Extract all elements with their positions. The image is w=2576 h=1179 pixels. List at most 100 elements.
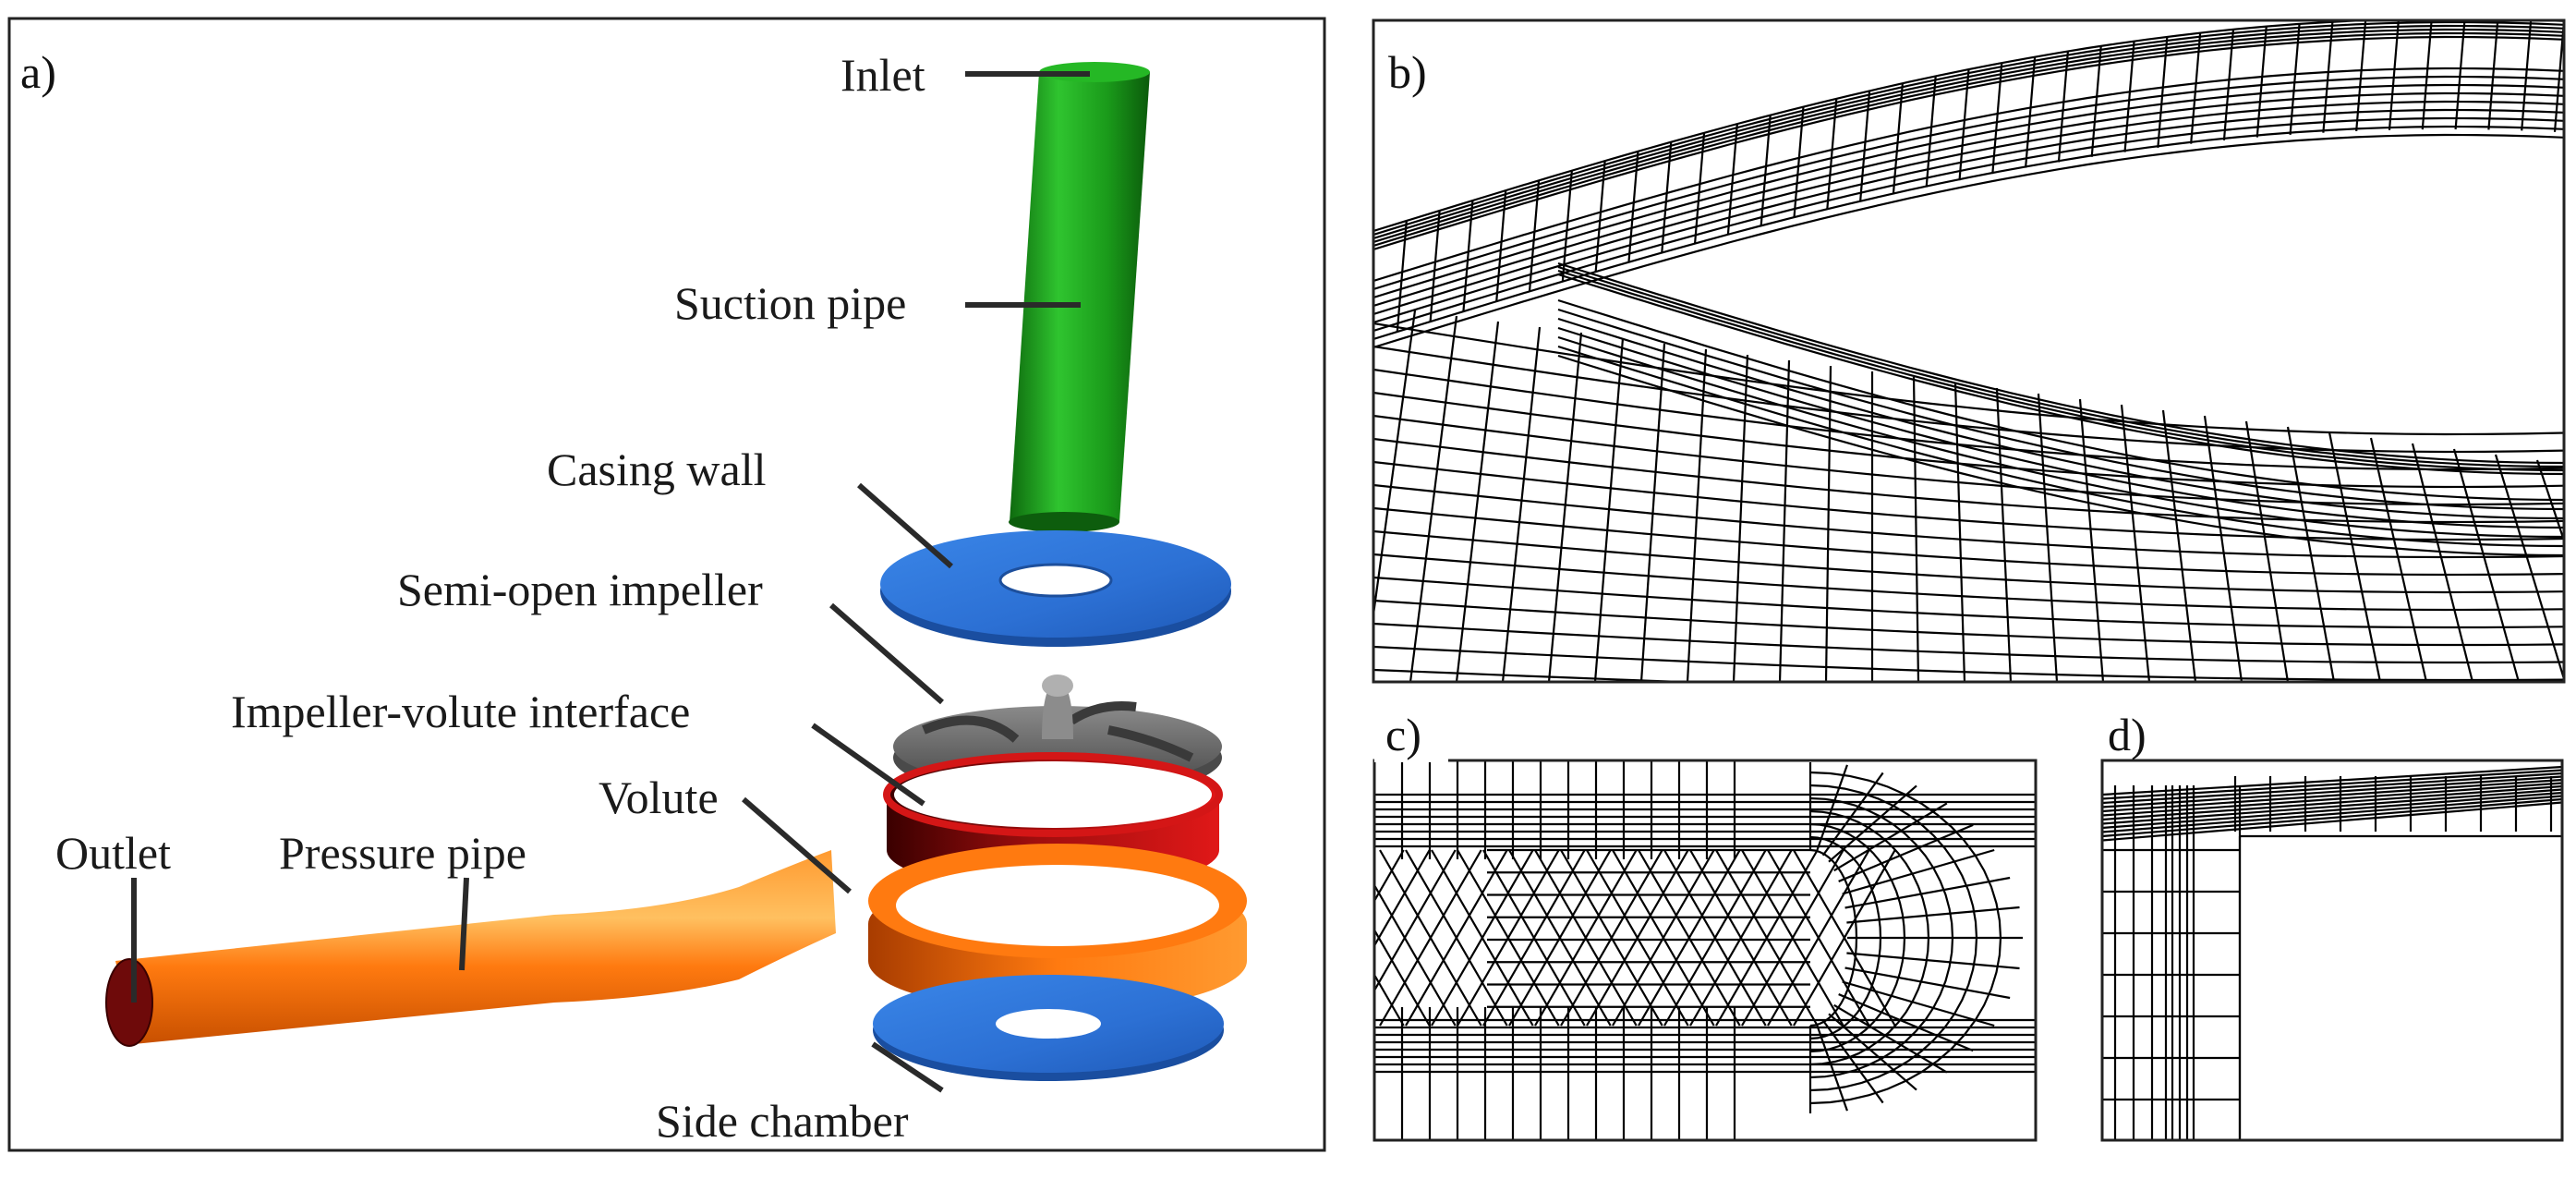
mesh-line <box>1373 506 2564 577</box>
mesh-line <box>1715 849 1819 1027</box>
mesh-line <box>1557 317 2564 520</box>
casing-wall-geometry <box>880 530 1231 647</box>
mesh-line <box>1793 106 1805 218</box>
mesh-line <box>1815 764 1848 852</box>
mesh-line <box>1396 220 1408 333</box>
mesh-line <box>2521 20 2533 131</box>
casing-wall-label: Casing wall <box>547 444 766 495</box>
mesh-line <box>2037 393 2059 682</box>
mesh-line <box>1844 876 2011 909</box>
mesh-line <box>1373 437 2564 524</box>
mesh-line <box>1557 273 2564 476</box>
interface-label: Impeller-volute interface <box>231 686 690 737</box>
mesh-line <box>1594 161 1606 273</box>
casing-wall-leader <box>857 482 953 569</box>
mesh-line <box>1686 348 1708 682</box>
mesh-line <box>1373 310 1417 623</box>
mesh-line <box>2090 45 2102 157</box>
mesh-line <box>1482 849 1586 1027</box>
mesh-line <box>1561 170 1573 282</box>
side-chamber-label: Side chamber <box>656 1095 909 1147</box>
mesh-line <box>1557 261 2564 465</box>
mesh-line <box>2161 409 2197 682</box>
mesh-line <box>1809 796 1954 1079</box>
mesh-line <box>1809 809 1930 1066</box>
mesh-line <box>1557 335 2564 539</box>
mesh-line <box>1557 298 2564 502</box>
mesh-line <box>1838 993 1974 1052</box>
mesh-line <box>1405 849 1508 1027</box>
mesh-line <box>1374 972 1405 1027</box>
pressure-pipe-leader <box>459 877 469 971</box>
mesh-line <box>2157 36 2169 148</box>
mesh-line <box>1586 849 1689 1027</box>
panel-a: a) <box>7 17 1326 1152</box>
mesh-line <box>1809 848 1858 1027</box>
mesh-line <box>1373 599 2564 647</box>
mesh-line <box>2190 32 2202 144</box>
mesh-line <box>1661 141 1673 253</box>
mesh-line <box>1508 849 1612 1027</box>
mesh-line <box>1547 332 1583 682</box>
impeller-leader <box>829 602 944 705</box>
volute-label: Volute <box>599 772 719 823</box>
panel-d-mesh <box>2102 765 2562 1140</box>
mesh-line <box>2123 41 2135 152</box>
mesh-line <box>2322 21 2334 133</box>
mesh-line <box>2553 20 2564 132</box>
mesh-line <box>1809 822 1906 1053</box>
mesh-line <box>1373 133 2564 349</box>
mesh-line <box>2454 20 2466 130</box>
suction-pipe-geometry <box>1009 62 1150 532</box>
mesh-line <box>1958 69 1970 181</box>
mesh-line <box>1612 849 1715 1027</box>
impeller-label: Semi-open impeller <box>397 564 763 615</box>
panel-d-label: d) <box>2108 709 2147 760</box>
panel-a-label: a) <box>20 46 56 98</box>
mesh-line <box>1627 151 1639 262</box>
side-chamber-geometry <box>873 975 1224 1081</box>
mesh-line <box>2369 437 2428 682</box>
panel-c-label: c) <box>1385 709 1421 760</box>
mesh-line <box>2388 20 2400 130</box>
mesh-line <box>1373 91 2564 308</box>
mesh-line <box>1409 315 1458 682</box>
mesh-line <box>1560 849 1663 1027</box>
panel-b: b) <box>1372 18 2566 684</box>
mesh-line <box>1379 849 1482 1027</box>
panel-d: d) <box>2100 709 2564 1142</box>
mesh-line <box>2120 404 2151 682</box>
suction-pipe-label: Suction pipe <box>674 277 906 329</box>
mesh-line <box>1373 483 2564 559</box>
mesh-line <box>1373 31 2564 248</box>
mesh-line <box>1815 1024 1848 1112</box>
mesh-line <box>2487 20 2499 130</box>
mesh-line <box>1374 849 1405 904</box>
mesh-line <box>1373 75 2564 291</box>
mesh-line <box>1824 365 1832 682</box>
mesh-line <box>1373 322 2564 436</box>
panel-b-mesh <box>1373 20 2564 682</box>
mesh-line <box>2222 29 2235 140</box>
mesh-line <box>1373 368 2564 471</box>
panel-c-mesh <box>1374 760 2036 1140</box>
mesh-line <box>1741 849 1844 1027</box>
mesh-line <box>2025 56 2037 168</box>
mesh-line <box>1373 391 2564 489</box>
mesh-line <box>1826 98 1838 210</box>
mesh-line <box>1689 849 1793 1027</box>
mesh-line <box>2421 20 2433 130</box>
mesh-line <box>1373 305 1375 312</box>
mesh-line <box>1833 1003 1948 1074</box>
mesh-line <box>1557 308 2564 511</box>
mesh-line <box>1557 265 2564 468</box>
mesh-line <box>1373 622 2564 664</box>
mesh-line <box>1373 83 2564 299</box>
mesh-line <box>1846 906 2020 924</box>
mesh-line <box>1842 980 1995 1027</box>
mesh-line <box>1809 771 2002 1105</box>
mesh-line <box>1431 849 1534 1027</box>
mesh-line <box>1495 190 1507 302</box>
inlet-label: Inlet <box>841 49 925 101</box>
